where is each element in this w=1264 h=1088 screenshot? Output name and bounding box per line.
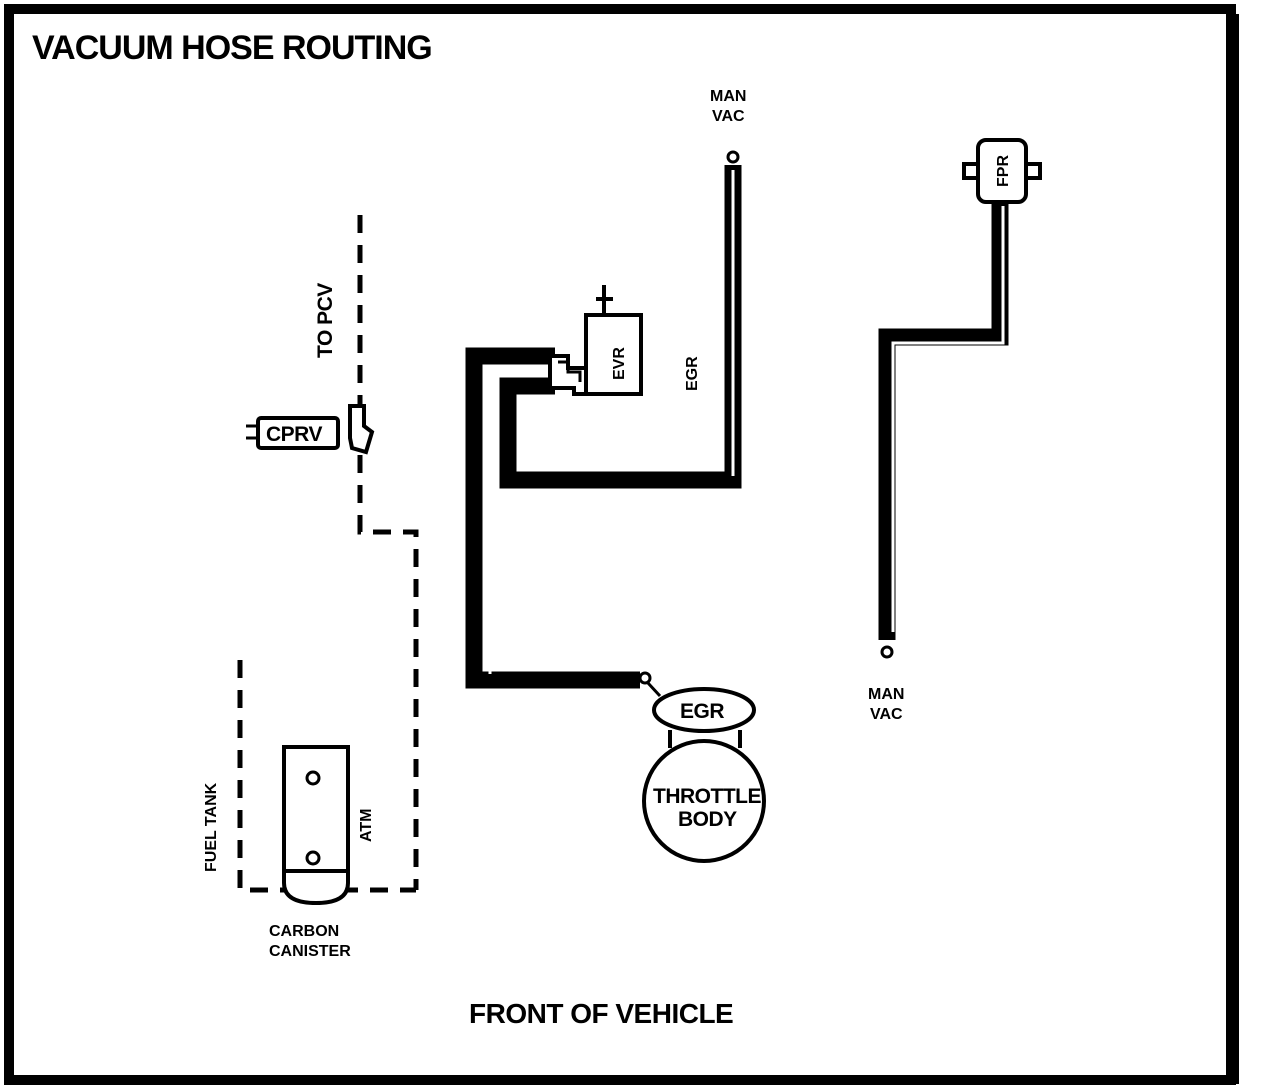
evr-port-block — [548, 354, 588, 396]
to-pcv-label: TO PCV — [314, 283, 337, 358]
man-vac-top-label-1: MAN — [710, 88, 746, 105]
evr-to-egr-hose — [465, 347, 640, 689]
fpr-left-nub — [962, 162, 980, 180]
egr-throttle-neck — [668, 730, 742, 748]
cprv-body — [256, 416, 340, 450]
man-vac-bottom-label-1: MAN — [868, 686, 904, 703]
fpr-label: FPR — [995, 155, 1012, 187]
egr-valve-port-stem — [646, 681, 662, 698]
carbon-canister-base — [282, 869, 350, 906]
diagram-title: VACUUM HOSE ROUTING — [32, 29, 432, 67]
evr-solenoid: EVR — [548, 285, 643, 396]
egr-valve-port — [638, 671, 652, 685]
cprv-fitting — [348, 404, 375, 455]
carbon-canister-label-2: CANISTER — [269, 943, 351, 960]
man-vac-top-port — [726, 150, 740, 164]
fuel-tank-line — [237, 660, 416, 893]
pcv-line — [357, 215, 419, 890]
man-vac-bottom-port — [880, 645, 894, 659]
atm-label: ATM — [358, 809, 375, 842]
carbon-canister-lower-port — [305, 850, 321, 866]
cprv-label: CPRV — [266, 423, 322, 446]
egr-valve: EGR — [652, 687, 756, 733]
cprv-valve: CPRV — [246, 404, 375, 455]
carbon-canister-upper-port — [305, 770, 321, 786]
carbon-canister-label-1: CARBON — [269, 923, 339, 940]
evr-port-step — [558, 360, 582, 382]
egr-hose-label: EGR — [684, 356, 701, 391]
man-vac-top-label-2: VAC — [712, 108, 745, 125]
evr-to-egr-hose-core — [488, 369, 552, 674]
egr-valve-body — [652, 687, 756, 733]
throttle-body-label-1: THROTTLE — [653, 785, 761, 808]
fpr-vacuum-hose — [878, 200, 1009, 640]
frame-shadow — [1233, 14, 1239, 1084]
fuel-tank-label: FUEL TANK — [203, 782, 220, 872]
evr-plus-terminal — [596, 285, 613, 314]
diagram-frame — [4, 4, 1236, 1085]
egr-valve-label: EGR — [680, 700, 724, 723]
fpr-vacuum-hose-core — [891, 206, 1005, 632]
front-of-vehicle-label: FRONT OF VEHICLE — [469, 998, 733, 1029]
evr-body — [584, 313, 643, 396]
throttle-body: THROTTLE BODY — [642, 739, 766, 863]
throttle-body-label-2: BODY — [678, 808, 737, 831]
throttle-body-outline — [642, 739, 766, 863]
carbon-canister — [282, 745, 350, 906]
fpr-right-nub — [1024, 162, 1042, 180]
man-vac-bottom-label-2: VAC — [870, 706, 903, 723]
evr-label: EVR — [611, 347, 628, 380]
fuel-pressure-regulator: FPR — [962, 138, 1042, 204]
